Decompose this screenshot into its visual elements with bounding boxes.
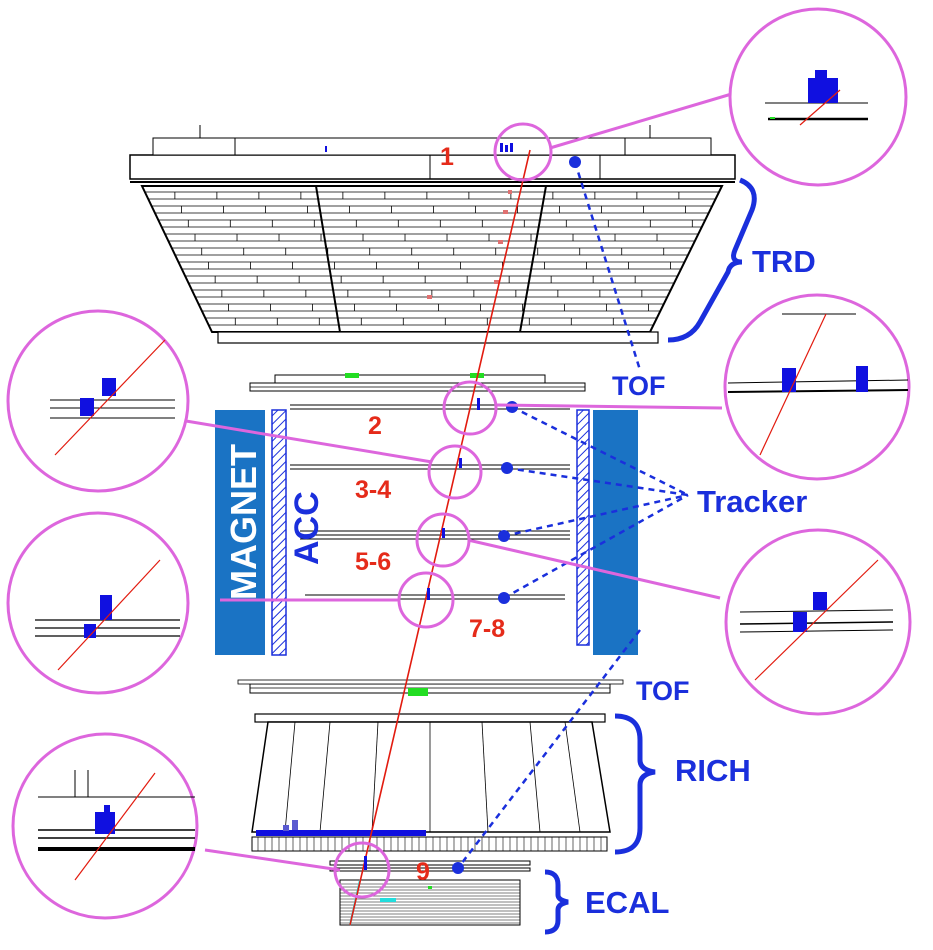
- layer-label-5-6: 5-6: [355, 548, 391, 576]
- layer-label-9: 9: [416, 858, 430, 886]
- tracker-dot-7-8: [498, 592, 510, 604]
- zoom-small-9: [333, 841, 391, 899]
- magnet-block-right: [593, 410, 638, 655]
- zoom-small-2: [442, 380, 498, 436]
- tracker-planes: [290, 404, 570, 600]
- acc-right: [576, 409, 590, 646]
- ecal-detector: [329, 860, 531, 926]
- tracker-dot-5-6: [498, 530, 510, 542]
- zoom-big-layer-5-6: [724, 528, 912, 716]
- tracker-dot-1: [569, 156, 581, 168]
- layer-label-1: 1: [440, 143, 454, 171]
- lower-tof: [237, 679, 624, 696]
- trd-detector: [129, 125, 736, 344]
- trd-bracket: [667, 177, 757, 343]
- rich-detector: [251, 713, 611, 852]
- label-trd: TRD: [752, 244, 816, 279]
- label-tof-upper: TOF: [612, 371, 666, 401]
- label-acc: ACC: [288, 491, 326, 565]
- zoom-connectors: [179, 88, 746, 872]
- ecal-bracket: [544, 869, 569, 935]
- zoom-big-layer-9: [11, 732, 199, 920]
- zoom-small-1: [493, 122, 553, 182]
- tracker-dot-2: [506, 401, 518, 413]
- zoom-big-layer-1: [728, 7, 908, 187]
- zoom-small-3-4: [427, 444, 483, 500]
- layer-label-3-4: 3-4: [355, 476, 391, 504]
- particle-track: [349, 149, 531, 926]
- rich-bracket: [614, 713, 656, 855]
- layer-label-7-8: 7-8: [469, 615, 505, 643]
- zoom-big-layer-7-8: [6, 511, 190, 695]
- tracker-dashed-lines: [457, 161, 689, 869]
- label-ecal: ECAL: [585, 885, 669, 920]
- zoom-big-layer-2: [723, 293, 911, 481]
- tracker-dot-3-4: [501, 462, 513, 474]
- upper-tof: [249, 373, 586, 392]
- label-tracker: Tracker: [697, 484, 807, 519]
- label-rich: RICH: [675, 753, 751, 788]
- zoom-small-7-8: [397, 571, 455, 629]
- label-tof-lower: TOF: [636, 676, 690, 706]
- tracker-dot-9: [452, 862, 464, 874]
- label-magnet: MAGNET: [223, 444, 264, 600]
- layer-label-2: 2: [368, 412, 382, 440]
- acc-left: [271, 409, 287, 656]
- zoom-big-layer-3-4: [6, 309, 190, 493]
- magnet-block: [215, 410, 265, 655]
- zoom-small-5-6: [415, 512, 471, 568]
